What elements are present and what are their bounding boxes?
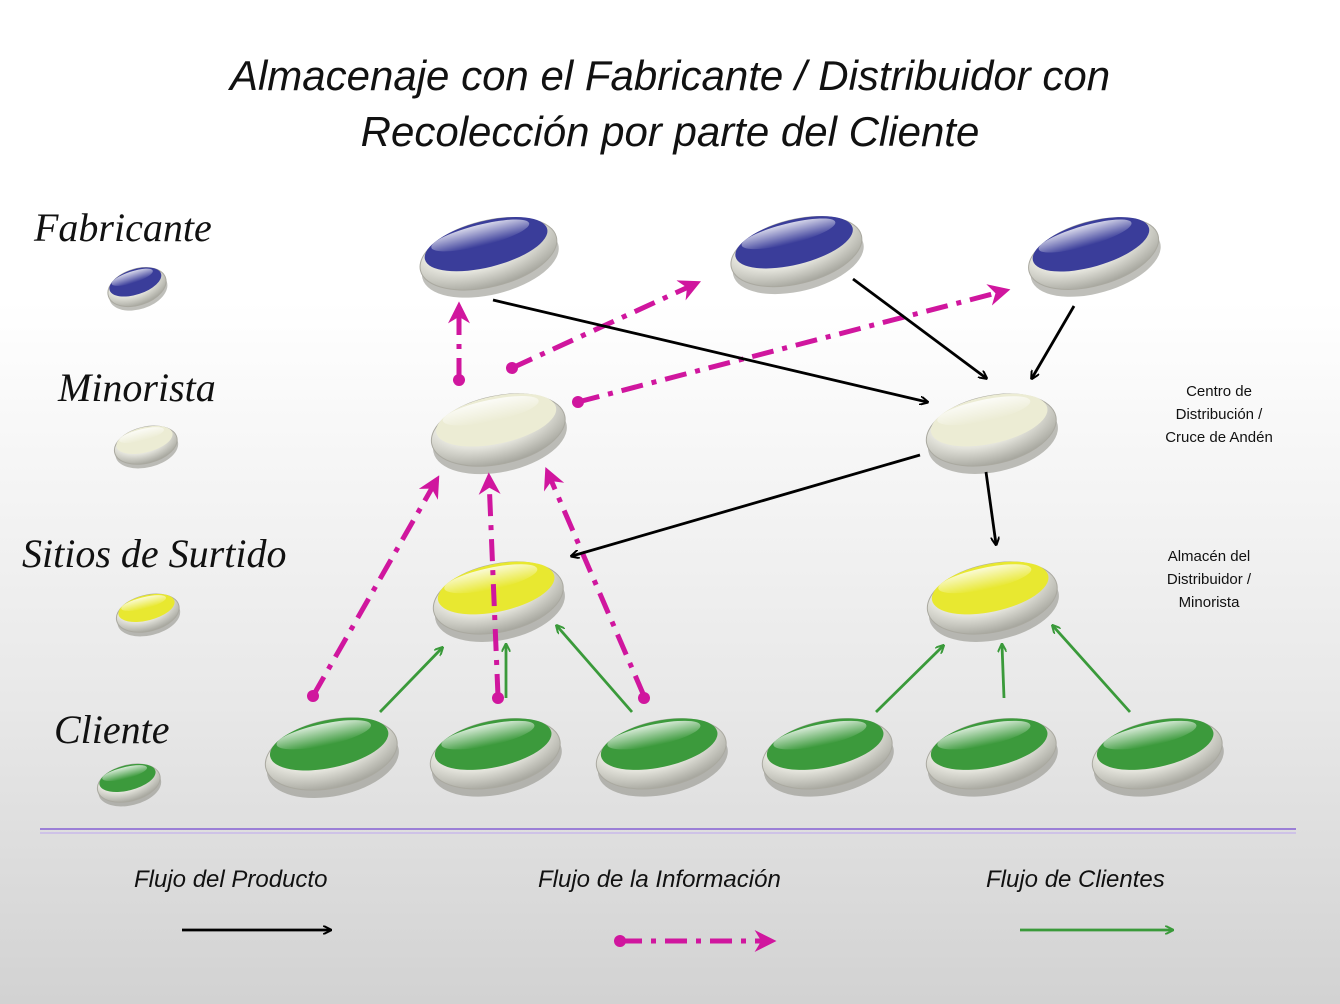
note-almacen-distribuidor: Almacén del Distribuidor / Minorista — [1124, 545, 1294, 614]
level-label-minorista: Minorista — [58, 365, 216, 410]
title-line-2: Recolección por parte del Cliente — [360, 108, 980, 155]
legend-divider — [40, 828, 1296, 834]
node-fabricante-3 — [1028, 217, 1161, 297]
legend-label-client-flow: Flujo de Clientes — [986, 866, 1165, 893]
node-minorista — [430, 393, 567, 475]
legend-label-information-flow: Flujo de la Información — [538, 866, 781, 893]
note-centro-distribucion: Centro de Distribución / Cruce de Andén — [1134, 380, 1304, 449]
node-cliente-2 — [429, 718, 562, 797]
legend-label-product-flow: Flujo del Producto — [134, 866, 328, 893]
client-arrow-c5-to-almacen — [1002, 645, 1004, 699]
node-fabricante-2 — [730, 216, 864, 295]
info-arrow-cliente2-to-minorista — [478, 472, 501, 697]
legend-sample-information-flow — [614, 930, 777, 952]
info-arrow-cliente3-to-minorista — [543, 466, 647, 697]
node-centro-distribucion — [925, 393, 1058, 474]
info-arrow-cliente1-to-minorista — [310, 475, 440, 698]
node-sitio-1 — [432, 561, 565, 642]
legend-node-minorista — [113, 425, 179, 469]
product-arrow-fab3-to-centro — [1032, 305, 1076, 378]
note-almacen-line-2: Distribuidor / — [1166, 571, 1252, 588]
legend-node-sitios — [115, 593, 181, 637]
node-cliente-3 — [595, 718, 728, 797]
legend-node-fabricante — [107, 267, 168, 311]
client-arrow-c6-to-almacen — [1053, 626, 1132, 713]
note-centro-line-2: Distribución / — [1175, 406, 1263, 423]
node-cliente-4 — [761, 718, 894, 797]
product-arrow-fab1-to-centro — [492, 298, 927, 402]
node-cliente-6 — [1091, 718, 1224, 797]
level-label-cliente: Cliente — [54, 707, 170, 752]
node-cliente-5 — [925, 718, 1058, 797]
level-label-sitios-de-surtido: Sitios de Surtido — [22, 531, 287, 576]
note-almacen-line-1: Almacén del — [1167, 548, 1251, 565]
product-flows — [492, 277, 1076, 556]
legend-node-cliente — [96, 763, 162, 807]
client-arrow-c3-to-sitio1 — [557, 626, 634, 713]
diagram-title: Almacenaje con el Fabricante / Distribui… — [0, 48, 1340, 160]
level-label-fabricante: Fabricante — [34, 205, 212, 250]
info-arrow-minorista-to-fabricante3 — [577, 284, 1011, 405]
information-flows — [310, 280, 1011, 698]
client-arrow-c1-to-sitio1 — [378, 648, 442, 713]
node-almacen-distribuidor — [926, 561, 1059, 642]
title-line-1: Almacenaje con el Fabricante / Distribui… — [229, 52, 1111, 99]
node-cliente-1 — [264, 717, 399, 799]
node-fabricante-1 — [419, 217, 559, 298]
note-centro-line-3: Cruce de Andén — [1165, 429, 1273, 446]
note-almacen-line-3: Minorista — [1178, 594, 1240, 611]
note-centro-line-1: Centro de — [1186, 383, 1252, 400]
product-arrow-fab2-to-centro — [852, 277, 986, 378]
diagram-nodes — [96, 216, 1224, 807]
product-arrow-centro-to-almacen — [984, 471, 996, 544]
client-arrow-c4-to-almacen — [875, 646, 943, 713]
product-arrow-centro-to-sitio1 — [572, 453, 921, 556]
client-flows — [378, 626, 1132, 713]
information-flow-dots — [307, 362, 650, 704]
